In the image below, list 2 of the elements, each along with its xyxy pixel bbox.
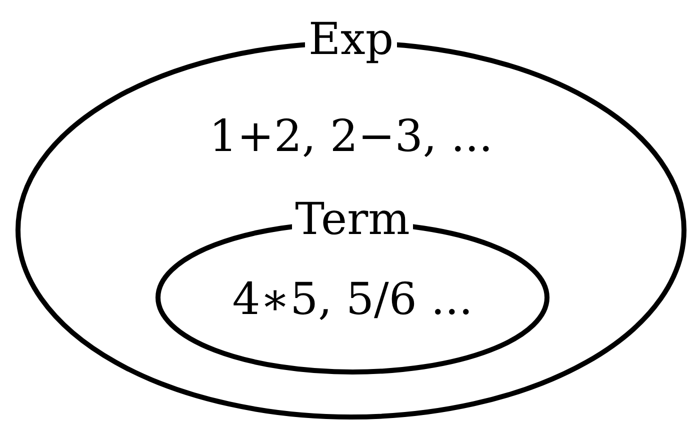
set-examples: 4∗5, 5/6 ... [231, 278, 474, 322]
set-examples: 1+2, 2−3, ... [208, 115, 494, 159]
